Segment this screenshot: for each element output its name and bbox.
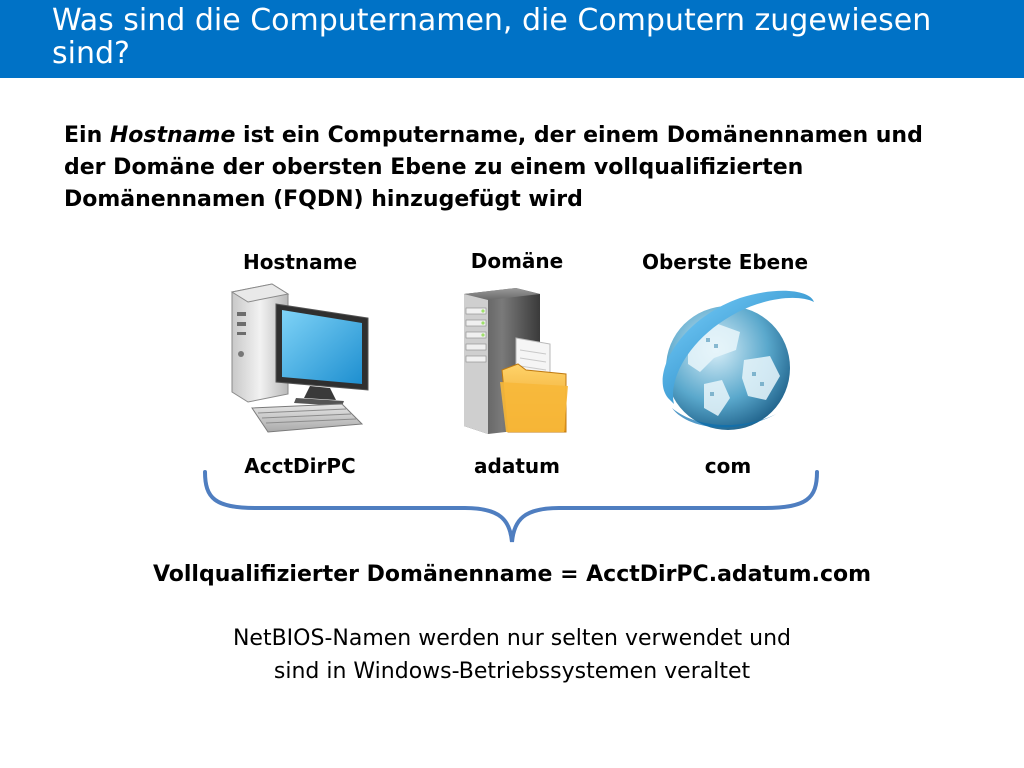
domain-label: Domäne [470, 249, 564, 273]
curly-brace [203, 470, 819, 543]
netbios-line-2: sind in Windows-Betriebssystemen veralte… [273, 659, 751, 684]
toplevel-value: com [704, 454, 752, 478]
toplevel-label: Oberste Ebene [641, 250, 809, 274]
slide-title: Was sind die Computernamen, die Computer… [52, 3, 932, 71]
netbios-note: NetBIOS-Namen werden nur selten verwende… [0, 622, 1024, 688]
intro-before: Ein [64, 123, 110, 148]
intro-after: ist ein Computername, der einem Domänenn… [64, 123, 923, 212]
domain-value: adatum [474, 454, 560, 478]
intro-text: Ein Hostname ist ein Computername, der e… [64, 120, 964, 216]
server-folder-icon [464, 288, 568, 434]
globe-icon [662, 290, 814, 430]
fqdn-statement: Vollqualifizierter Domänenname = AcctDir… [152, 562, 872, 587]
netbios-line-1: NetBIOS-Namen werden nur selten verwende… [232, 626, 792, 651]
hostname-label: Hostname [242, 250, 358, 274]
desktop-computer-icon [230, 283, 369, 433]
intro-emphasis: Hostname [109, 123, 236, 148]
title-bar: Was sind die Computernamen, die Computer… [0, 0, 1024, 78]
hostname-value: AcctDirPC [244, 454, 356, 478]
